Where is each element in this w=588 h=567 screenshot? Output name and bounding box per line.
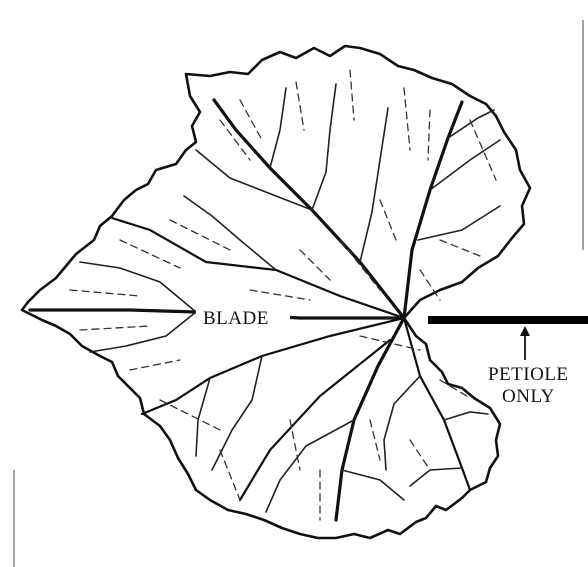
petiole-label-line2: ONLY (502, 386, 555, 407)
vein-secondary (342, 470, 404, 500)
vein-secondary (444, 412, 488, 420)
vein-secondary (90, 312, 196, 352)
vein-secondary (384, 376, 420, 470)
petiole-pointer-arrowhead (520, 326, 530, 336)
blade-label: BLADE (203, 308, 269, 329)
vein-secondary (418, 206, 500, 240)
vein-secondary (270, 88, 286, 168)
vein-secondary (312, 84, 336, 210)
petiole-label-line1: PETIOLE (488, 364, 569, 385)
vein-secondary (266, 420, 354, 512)
vein-secondary (80, 262, 196, 312)
vein-secondary (360, 108, 388, 262)
vein-lower-right (404, 318, 470, 490)
vein-secondary (184, 196, 276, 270)
vein-secondary (196, 378, 210, 456)
vein-secondary (410, 468, 462, 486)
vein-lower-main (336, 318, 404, 520)
vein-secondary (196, 150, 312, 210)
